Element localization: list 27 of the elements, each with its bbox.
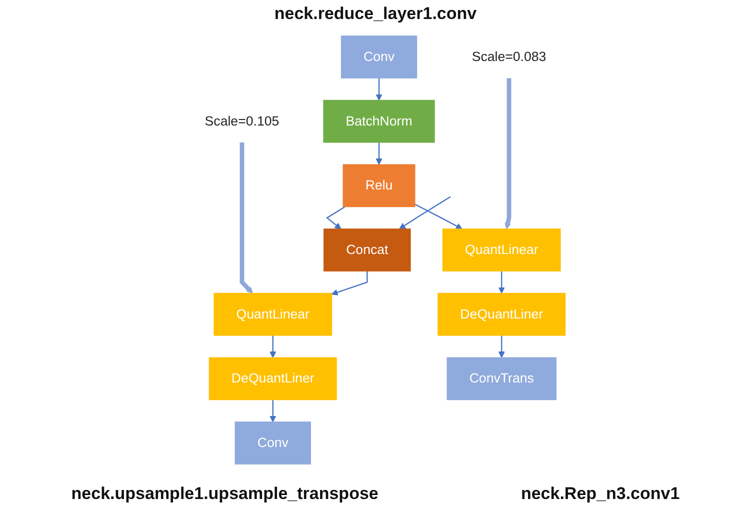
layer-name-label: neck.reduce_layer1.conv: [273, 4, 478, 24]
arrow: [414, 204, 462, 230]
arrow: [270, 400, 276, 422]
node-box: DeQuantLiner: [438, 292, 566, 336]
node-box: BatchNorm: [323, 100, 435, 143]
arrow: [498, 271, 505, 294]
arrow: [331, 271, 368, 296]
arrow: [504, 78, 512, 230]
node-box: QuantLinear: [442, 228, 561, 272]
arrow: [326, 206, 346, 230]
arrow: [376, 142, 382, 165]
node-box: Conv: [234, 422, 311, 464]
arrow: [376, 78, 382, 101]
arrow: [240, 142, 253, 294]
arrow: [270, 335, 276, 358]
layer-name-label: neck.Rep_n3.conv1: [520, 484, 680, 504]
node-box: ConvTrans: [446, 357, 556, 400]
node-box: QuantLinear: [214, 292, 332, 336]
arrow: [498, 335, 505, 358]
arrow: [399, 196, 451, 230]
node-box: Relu: [342, 164, 416, 208]
layer-name-label: neck.upsample1.upsample_transpose: [71, 484, 378, 504]
node-box: Conv: [340, 36, 418, 78]
node-box: DeQuantLiner: [208, 357, 337, 400]
node-box: Concat: [324, 228, 411, 272]
node-text: Scale=0.083: [472, 49, 546, 64]
node-text: Scale=0.105: [204, 114, 280, 128]
